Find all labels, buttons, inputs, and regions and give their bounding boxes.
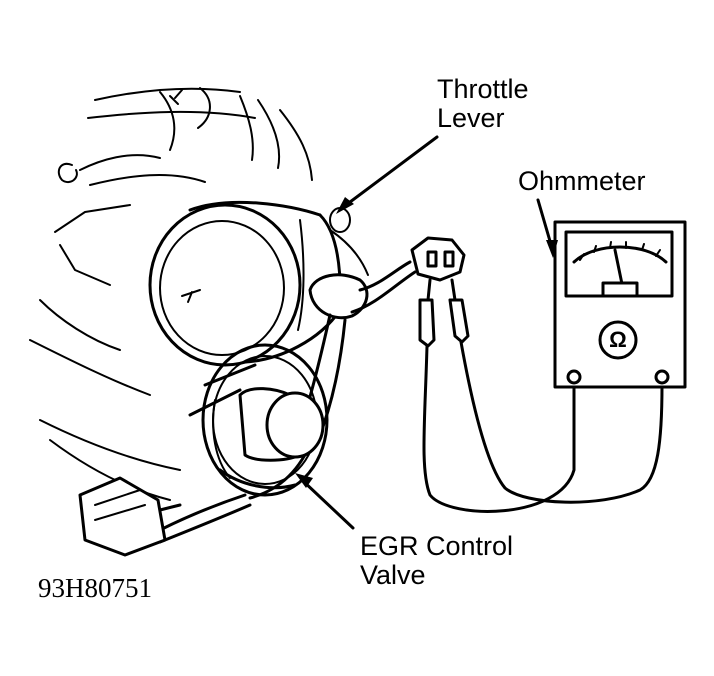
throttle-sensor-connector	[410, 236, 470, 348]
leader-arrowheads	[295, 197, 558, 488]
engine-bay-background	[29, 87, 369, 501]
ohmmeter-device	[553, 220, 687, 389]
egr-control-valve-label: EGR Control Valve	[360, 532, 513, 590]
throttle-lever-label: Throttle Lever	[437, 75, 529, 133]
egr-control-valve	[188, 343, 329, 497]
ohm-symbol: Ω	[609, 327, 627, 352]
figure-code: 93H80751	[38, 573, 152, 603]
throttle-lever-label-line2: Lever	[437, 103, 505, 133]
throttle-lever-label-line1: Throttle	[437, 74, 529, 104]
test-leads	[422, 340, 664, 513]
egr-control-valve-label-line2: Valve	[360, 560, 426, 590]
egr-control-valve-label-line1: EGR Control	[360, 531, 514, 561]
lower-connector	[78, 476, 182, 557]
ohmmeter-label: Ohmmeter	[518, 166, 646, 196]
